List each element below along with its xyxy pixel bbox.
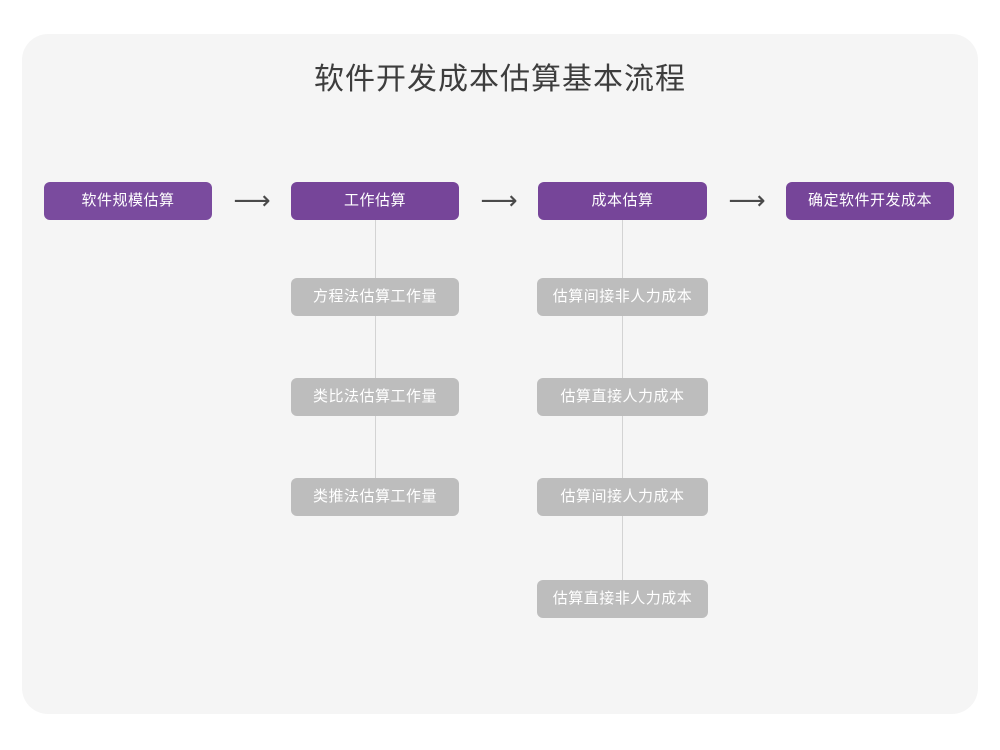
arrow-right-icon-2: ⟶ (480, 186, 518, 216)
substep-node-direct-labor-cost[interactable]: 估算直接人力成本 (537, 378, 708, 416)
substep-node-indirect-labor-cost[interactable]: 估算间接人力成本 (537, 478, 708, 516)
arrow-right-icon-1: ⟶ (233, 186, 271, 216)
diagram-card (22, 34, 978, 714)
stage-node-determine-development-cost[interactable]: 确定软件开发成本 (786, 182, 954, 220)
page-title: 软件开发成本估算基本流程 (314, 63, 686, 96)
stage-node-effort-estimation[interactable]: 工作估算 (291, 182, 459, 220)
substep-node-inference-method[interactable]: 类推法估算工作量 (291, 478, 459, 516)
stage-node-software-size-estimation[interactable]: 软件规模估算 (44, 182, 212, 220)
arrow-right-icon-3: ⟶ (728, 186, 766, 216)
substep-node-indirect-nonlabor-cost[interactable]: 估算间接非人力成本 (537, 278, 708, 316)
substep-node-analogy-method[interactable]: 类比法估算工作量 (291, 378, 459, 416)
substep-node-equation-method[interactable]: 方程法估算工作量 (291, 278, 459, 316)
substep-node-direct-nonlabor-cost[interactable]: 估算直接非人力成本 (537, 580, 708, 618)
stage-node-cost-estimation[interactable]: 成本估算 (538, 182, 707, 220)
connector-line-effort-branch (375, 220, 376, 498)
